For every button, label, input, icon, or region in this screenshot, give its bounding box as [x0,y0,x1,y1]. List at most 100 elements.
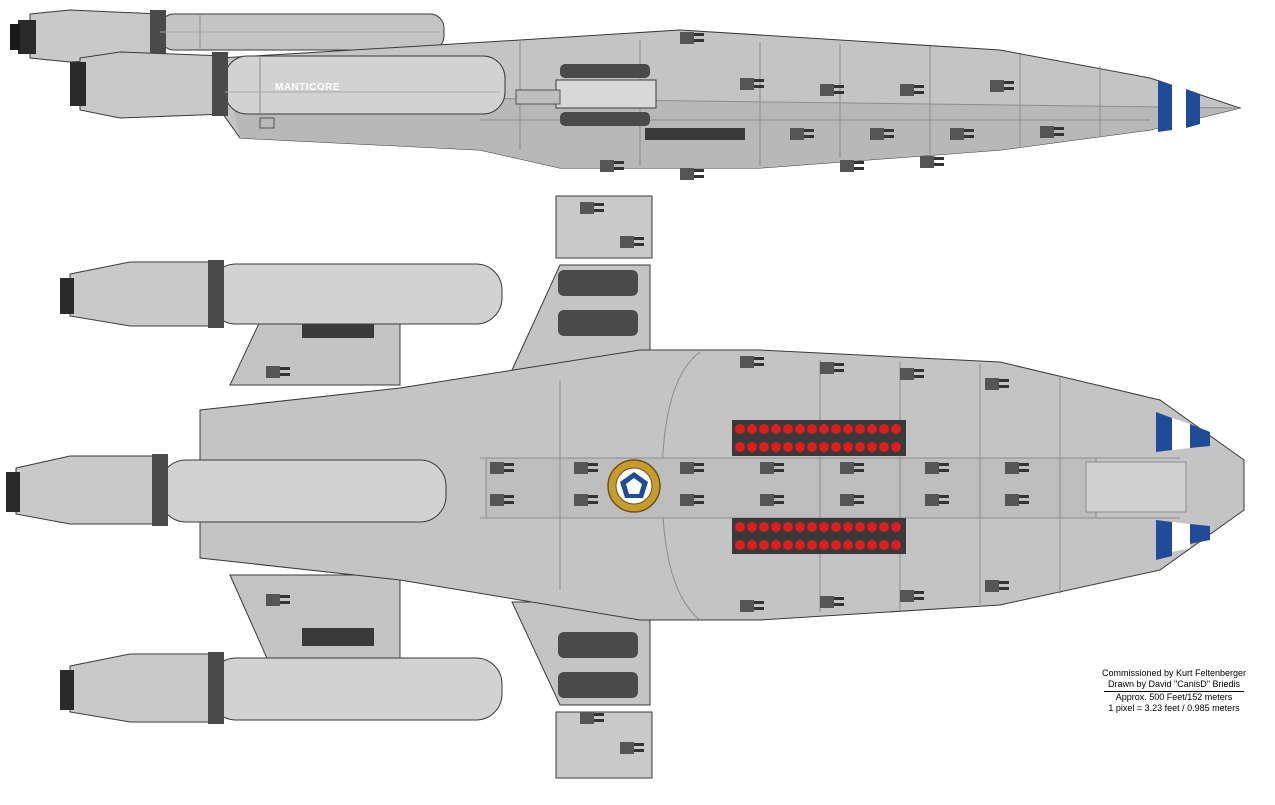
top-turret [740,600,764,612]
launch-tube [879,424,889,434]
launch-tube [807,424,817,434]
top-turret [580,202,604,214]
top-nacelle-lower [60,652,503,724]
launch-tube [771,442,781,452]
launch-tube [783,424,793,434]
launch-tube [879,522,889,532]
launch-tube-array-upper [732,420,906,456]
launch-tube [843,522,853,532]
launch-tube [855,424,865,434]
side-turret [600,160,624,172]
launch-tube [891,522,901,532]
top-upper-wing [511,195,653,371]
launch-tube [759,424,769,434]
side-turret [740,78,764,90]
top-lower-wing [511,601,653,779]
top-turret [1005,494,1029,506]
top-turret [620,236,644,248]
launch-tube [735,540,745,550]
credits-divider [1104,691,1244,692]
top-turret [574,462,598,474]
launch-tube [759,522,769,532]
launch-tube [891,442,901,452]
launch-tube [843,442,853,452]
side-lower-nacelle: MANTICORE [70,51,506,119]
launch-tube [843,424,853,434]
launch-tube [747,424,757,434]
launch-tube [879,442,889,452]
launch-tube [795,442,805,452]
launch-tube-arrays [732,420,906,554]
launch-tube [795,424,805,434]
launch-tube [855,522,865,532]
launch-tube [807,540,817,550]
length-credit: Approx. 500 Feet/152 meters [1115,692,1233,702]
launch-tube [879,540,889,550]
top-turret [490,494,514,506]
side-turret [870,128,894,140]
top-turret [580,712,604,724]
launch-tube [831,442,841,452]
scale-credit: 1 pixel = 3.23 feet / 0.985 meters [1108,703,1240,713]
side-turret [680,32,704,44]
launch-tube [807,522,817,532]
launch-tube [747,442,757,452]
launch-tube [867,442,877,452]
launch-tube [891,540,901,550]
launch-tube [891,424,901,434]
ship-emblem [607,459,661,513]
top-turret [574,494,598,506]
launch-tube [771,522,781,532]
commissioned-credit: Commissioned by Kurt Feltenberger [1101,668,1247,678]
launch-tube [783,522,793,532]
side-turret [900,84,924,96]
top-nacelle-upper [60,260,503,328]
side-turret [1040,126,1064,138]
top-turret [925,462,949,474]
top-turret [925,494,949,506]
top-turret [680,462,704,474]
side-launcher-module [515,64,657,126]
launch-tube [819,442,829,452]
credits-block: Commissioned by Kurt Feltenberger Drawn … [1098,668,1250,714]
launch-tube [747,522,757,532]
launch-tube [867,540,877,550]
launch-tube [783,540,793,550]
top-turret [900,368,924,380]
launch-tube [795,540,805,550]
launch-tube [735,424,745,434]
side-turret [950,128,974,140]
launch-tube [855,540,865,550]
ship-name-label: MANTICORE [275,82,340,93]
launch-tube [843,540,853,550]
side-upper-nacelle [10,9,445,63]
side-view: MANTICORE [10,9,1242,180]
launch-tube [819,540,829,550]
side-turret-group [600,32,1064,180]
launch-tube [759,442,769,452]
launch-tube [759,540,769,550]
launch-tube [747,540,757,550]
launch-tube [735,522,745,532]
launch-tube [831,540,841,550]
top-turret [900,590,924,602]
launch-tube [771,424,781,434]
top-turret [490,462,514,474]
side-turret [790,128,814,140]
top-turret-group [266,202,1029,754]
top-turret [820,596,844,608]
side-turret [990,80,1014,92]
launch-tube [867,424,877,434]
launch-tube [831,424,841,434]
top-turret [266,366,290,378]
side-turret [920,156,944,168]
top-turret [840,494,864,506]
launch-tube [795,522,805,532]
drawn-credit: Drawn by David "CanisD" Briedis [1108,679,1240,689]
side-turret [820,84,844,96]
top-main-hull [199,349,1245,621]
top-turret [840,462,864,474]
top-turret [820,362,844,374]
